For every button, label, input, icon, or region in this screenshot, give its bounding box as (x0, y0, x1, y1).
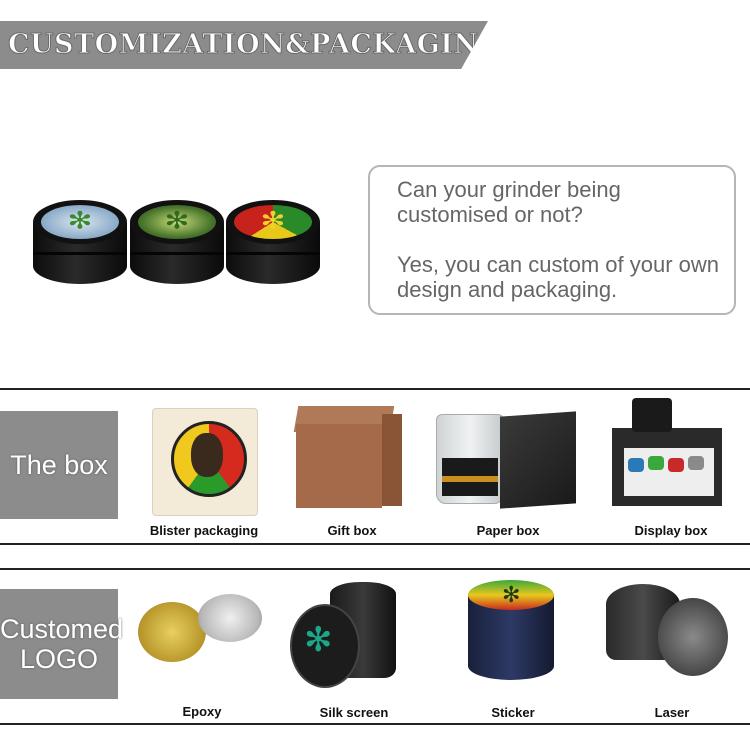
epoxy-grinder-image (138, 592, 262, 672)
logo-section-label-text: Customed LOGO (0, 614, 124, 674)
caption-paper-box: Paper box (476, 523, 540, 538)
box-section-label: The box (0, 411, 118, 519)
grinder-product-2: ✻ (130, 200, 224, 288)
caption-gift-box: Gift box (327, 523, 377, 538)
divider (0, 568, 750, 570)
section-banner: CUSTOMIZATION&PACKAGING (0, 21, 488, 69)
leaf-icon: ✻ (304, 621, 333, 659)
leaf-icon: ✻ (502, 582, 521, 607)
caption-display-box: Display box (634, 523, 708, 538)
caption-silk-screen: Silk screen (319, 705, 389, 720)
divider (0, 723, 750, 725)
grinder-product-3: ✻ (226, 200, 320, 288)
paper-box-image (436, 410, 576, 514)
sticker-grinder-image: ✻ (468, 580, 554, 684)
faq-question: Can your grinder being customised or not… (397, 177, 621, 227)
divider (0, 543, 750, 545)
caption-epoxy: Epoxy (182, 704, 222, 719)
logo-section-label: Customed LOGO (0, 589, 124, 699)
laser-grinder-image (606, 584, 730, 680)
leaf-icon: ✻ (260, 207, 286, 235)
display-box-image (606, 398, 728, 510)
caption-blister: Blister packaging (149, 523, 259, 538)
faq-bubble: Can your grinder being customised or not… (368, 165, 736, 315)
blister-pack-image (152, 408, 258, 516)
gift-box-image (293, 406, 404, 510)
faq-answer: Yes, you can custom of your own design a… (397, 252, 720, 302)
divider (0, 388, 750, 390)
grinder-product-1: ✻ (33, 200, 127, 288)
silk-screen-grinder-image: ✻ (290, 582, 400, 688)
leaf-icon: ✻ (164, 207, 190, 235)
leaf-icon: ✻ (67, 207, 93, 235)
caption-laser: Laser (654, 705, 690, 720)
banner-title: CUSTOMIZATION&PACKAGING (7, 29, 503, 61)
caption-sticker: Sticker (491, 705, 535, 720)
